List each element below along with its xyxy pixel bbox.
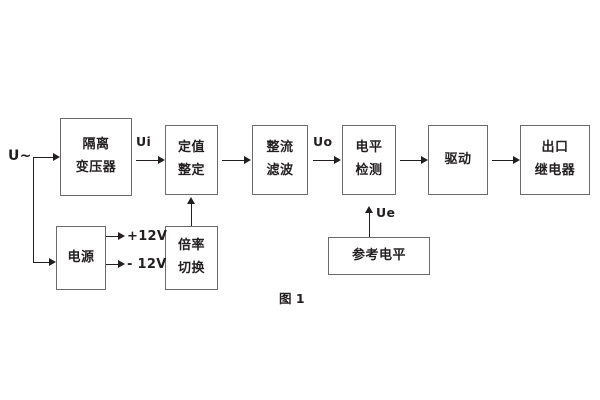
block-isolation-transformer[interactable]: 隔离 变压器	[60, 118, 132, 196]
arrow-setting-to-rectify	[244, 155, 251, 164]
block-setting-value-line-1: 定值	[177, 140, 205, 156]
signal-label-ue: Ue	[376, 205, 396, 220]
feed-line-to-transformer	[33, 157, 53, 158]
arrow-transformer-to-setting	[158, 155, 165, 164]
block-rectify-filter-line-2: 滤波	[266, 163, 294, 178]
connector-level-to-drive	[400, 160, 421, 161]
block-level-detect-line-1: 电平	[355, 140, 383, 156]
feed-line-to-power-supply	[33, 262, 49, 263]
feed-arrow-to-transformer	[53, 152, 60, 161]
rail-line-negative-12v	[106, 264, 118, 265]
block-reference-level-line-1: 参考电平	[351, 247, 406, 263]
block-rectify-filter[interactable]: 整流 滤波	[252, 125, 308, 195]
signal-label-uo: Uo	[313, 134, 333, 149]
rail-label-negative-12v: - 12V	[127, 257, 167, 272]
arrow-level-to-drive	[421, 155, 428, 164]
block-drive[interactable]: 驱动	[428, 125, 488, 195]
block-setting-value-line-2: 整定	[177, 163, 205, 178]
block-drive-line-1: 驱动	[444, 151, 472, 167]
connector-transformer-to-setting	[136, 160, 158, 161]
block-setting-value[interactable]: 定值 整定	[165, 125, 218, 195]
block-level-detect-line-2: 检测	[355, 163, 383, 178]
arrow-drive-to-output-relay	[513, 155, 520, 164]
signal-label-ui: Ui	[136, 134, 152, 149]
block-ratio-switch[interactable]: 倍率 切换	[165, 226, 218, 290]
figure-caption: 图 1	[279, 291, 305, 306]
block-isolation-transformer-line-1: 隔离	[82, 137, 110, 153]
rail-arrow-positive-12v	[118, 231, 125, 240]
input-source-label: U~	[8, 148, 32, 164]
block-ratio-switch-line-2: 切换	[177, 261, 205, 276]
connector-reference-to-level-detect	[369, 212, 370, 237]
rail-line-positive-12v	[106, 236, 118, 237]
block-isolation-transformer-line-2: 变压器	[75, 160, 117, 175]
block-output-relay-line-1: 出口	[541, 140, 569, 156]
connector-drive-to-output-relay	[492, 160, 513, 161]
connector-setting-to-rectify	[222, 160, 244, 161]
block-rectify-filter-line-1: 整流	[266, 140, 294, 156]
block-output-relay[interactable]: 出口 继电器	[520, 125, 590, 195]
arrow-ratio-switch-to-setting	[186, 197, 195, 204]
block-reference-level[interactable]: 参考电平	[328, 237, 430, 275]
input-bus-trunk	[33, 157, 34, 262]
feed-arrow-to-power-supply	[49, 257, 56, 266]
connector-rectify-to-level	[313, 160, 334, 161]
block-ratio-switch-line-1: 倍率	[177, 238, 205, 254]
arrow-rectify-to-level	[334, 155, 341, 164]
rail-arrow-negative-12v	[118, 259, 125, 268]
block-power-supply-line-1: 电源	[67, 249, 95, 265]
rail-label-positive-12v: +12V	[127, 229, 168, 244]
block-output-relay-line-2: 继电器	[534, 163, 576, 178]
connector-ratio-switch-to-setting	[191, 203, 192, 226]
block-level-detect[interactable]: 电平 检测	[342, 125, 396, 195]
block-power-supply[interactable]: 电源	[56, 226, 106, 290]
arrow-reference-to-level-detect	[364, 206, 373, 213]
